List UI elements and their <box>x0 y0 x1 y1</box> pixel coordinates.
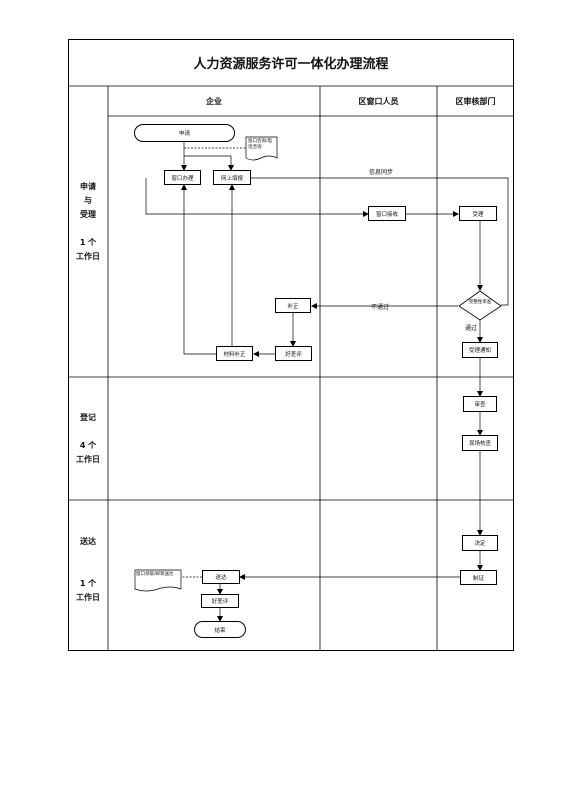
node-good-bad-review-1: 好差评 <box>275 346 312 361</box>
doc-shape-pickup <box>134 569 182 592</box>
node-online-apply: 网上填报 <box>213 170 251 185</box>
node-deliver: 送达 <box>202 570 240 584</box>
node-decision: 完整性审查 <box>468 300 492 305</box>
flowchart-frame <box>68 39 514 651</box>
node-end: 结束 <box>194 621 246 638</box>
node-apply: 申请 <box>134 124 235 142</box>
node-decide: 决定 <box>462 535 498 551</box>
edge-label-not-pass: 不通过 <box>371 304 390 311</box>
node-accept-notice: 受理通知 <box>462 342 498 358</box>
node-certificate: 制证 <box>460 570 497 585</box>
node-doc-consult: 窗口咨询/电话咨询 <box>248 139 273 150</box>
page-title: 人力资源服务许可一体化办理流程 <box>193 56 389 72</box>
node-accept: 受理 <box>459 206 497 221</box>
node-correction: 补正 <box>275 298 311 313</box>
node-window-handle: 窗口办理 <box>164 170 201 185</box>
node-review: 审查 <box>463 396 497 412</box>
edge-label-pass: 通过 <box>465 325 478 332</box>
phase-register: 登记 4 个 工作日 <box>76 413 100 464</box>
phase-deliver: 送达 1 个 工作日 <box>76 537 100 602</box>
lane-header-window-staff: 区窗口人员 <box>358 96 399 106</box>
node-material-supplement: 材料补正 <box>216 346 253 361</box>
phase-apply-accept: 申请 与 受理 1 个 工作日 <box>76 182 100 261</box>
node-site-check: 现场核查 <box>462 435 498 451</box>
lane-header-enterprise: 企业 <box>206 96 222 106</box>
decision-diamond <box>458 290 502 321</box>
node-window-receive: 窗口接收 <box>368 206 406 221</box>
node-good-bad-review-2: 好差评 <box>201 594 239 608</box>
doc-shape-consult <box>245 136 278 161</box>
node-doc-pickup: 窗口领取/邮寄送达 <box>136 572 174 577</box>
edge-label-info-sync: 信息同步 <box>369 169 394 176</box>
lane-header-review-dept: 区审核部门 <box>455 96 496 106</box>
